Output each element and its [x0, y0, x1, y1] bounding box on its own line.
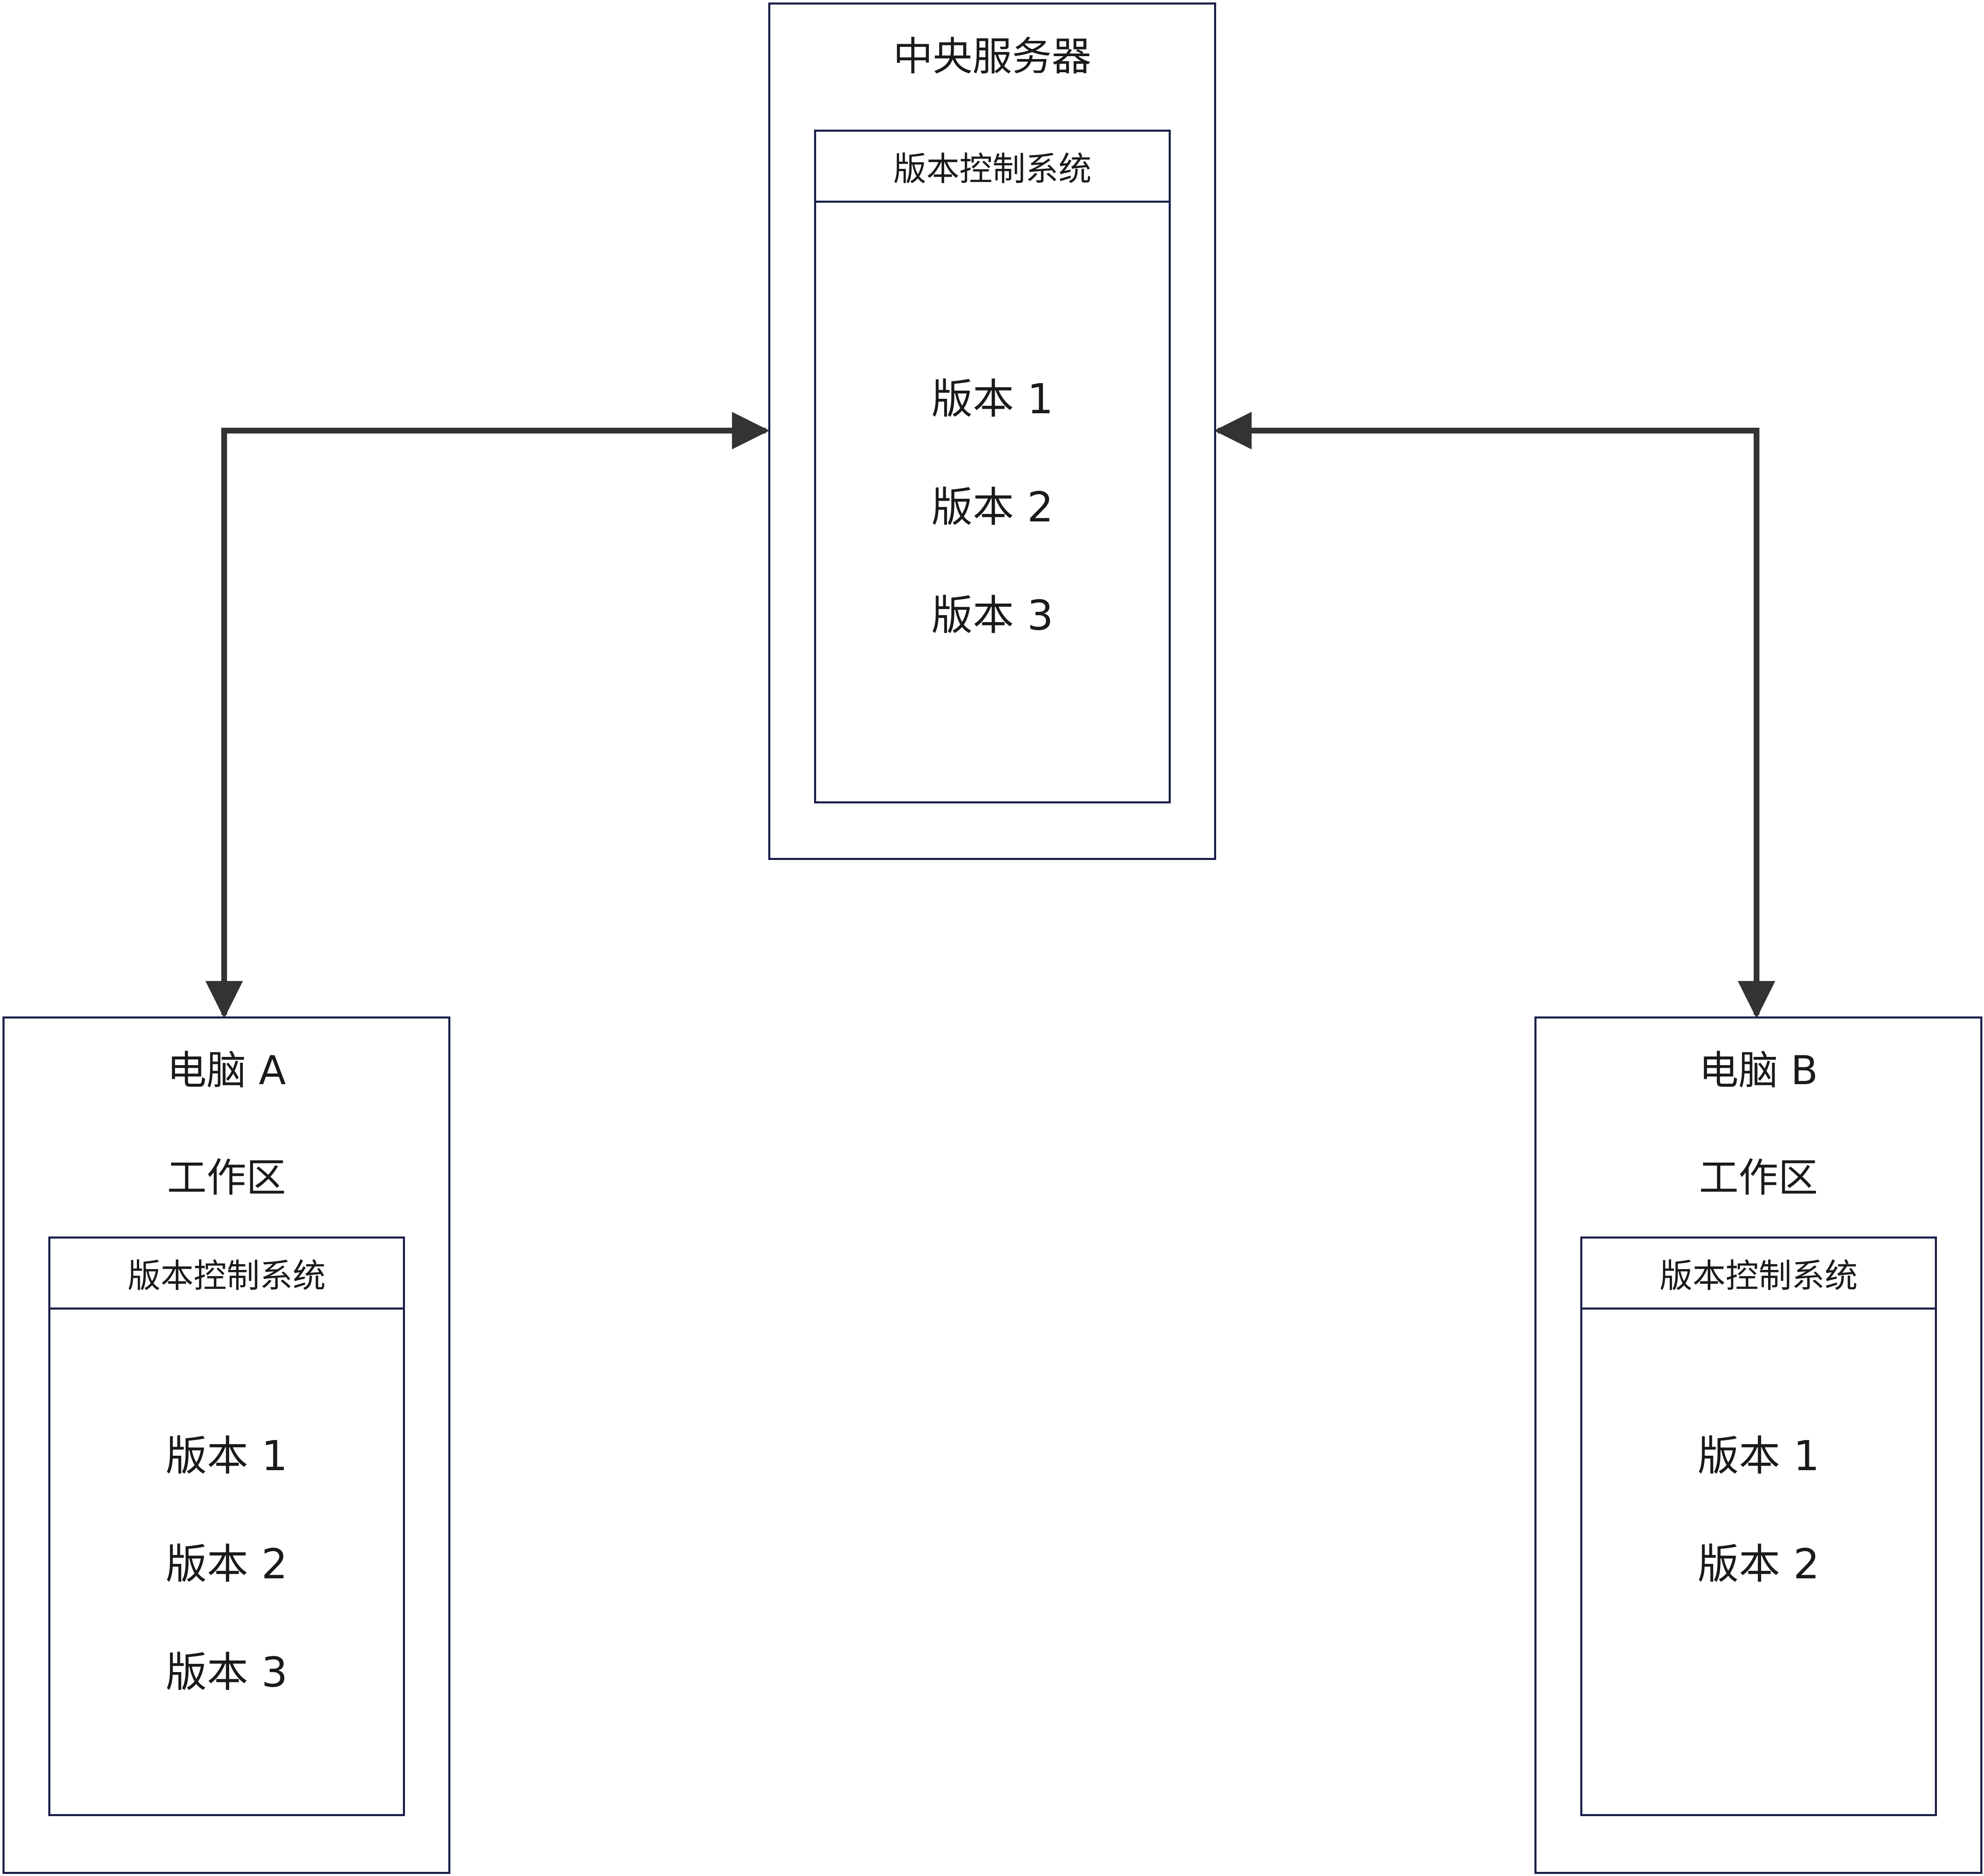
computer-a-title: 电脑 A [167, 1047, 286, 1094]
server-version-item: 版本 1 [931, 375, 1054, 423]
computer-b-vcs-label: 版本控制系统 [1582, 1239, 1935, 1310]
computer-b-title: 电脑 B [1699, 1047, 1818, 1094]
computer-b-vcs-box: 版本控制系统 版本 1 版本 2 [1580, 1236, 1937, 1816]
server-vcs-label: 版本控制系统 [816, 132, 1169, 203]
server-title: 中央服务器 [893, 33, 1091, 80]
computer-a-vcs-label: 版本控制系统 [50, 1239, 403, 1310]
server-version-item: 版本 3 [931, 591, 1054, 640]
computer-a-node: 电脑 A 工作区 版本控制系统 版本 1 版本 2 版本 3 [2, 1016, 450, 1874]
computer-b-workspace-label: 工作区 [1699, 1155, 1818, 1201]
server-vcs-box: 版本控制系统 版本 1 版本 2 版本 3 [814, 130, 1171, 803]
connector-a-server [205, 412, 770, 1019]
server-version-item: 版本 2 [931, 483, 1054, 531]
computer-a-workspace-label: 工作区 [167, 1155, 286, 1201]
connector-b-server [1214, 412, 1776, 1019]
computer-a-version-item: 版本 1 [166, 1432, 288, 1480]
computer-a-version-item: 版本 3 [166, 1648, 288, 1696]
computer-b-node: 电脑 B 工作区 版本控制系统 版本 1 版本 2 [1534, 1016, 1982, 1874]
computer-a-version-item: 版本 2 [166, 1540, 288, 1588]
computer-b-version-item: 版本 1 [1698, 1432, 1820, 1480]
computer-b-version-item: 版本 2 [1698, 1540, 1820, 1588]
central-server-node: 中央服务器 版本控制系统 版本 1 版本 2 版本 3 [768, 2, 1216, 860]
computer-a-vcs-box: 版本控制系统 版本 1 版本 2 版本 3 [48, 1236, 405, 1816]
